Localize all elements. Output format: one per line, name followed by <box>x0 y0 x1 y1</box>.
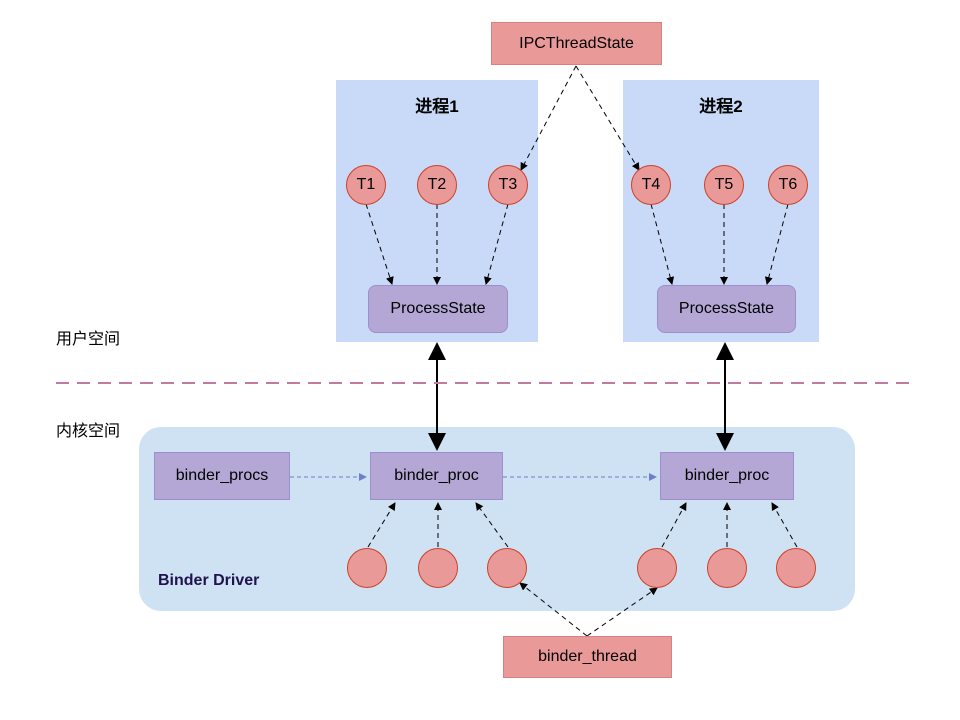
thread-t3: T3 <box>488 165 528 205</box>
binder-proc2-box: binder_proc <box>660 452 794 500</box>
binder-thread-circle-4 <box>637 548 677 588</box>
user-space-label: 用户空间 <box>56 331 121 348</box>
binder-thread-to-bt3-line <box>519 582 588 637</box>
process2-state-box: ProcessState <box>657 285 796 333</box>
kernel-space-label: 内核空间 <box>56 423 121 440</box>
binder-thread-circle-5 <box>707 548 747 588</box>
bt1-to-proc1-line <box>367 502 396 548</box>
process2-title: 进程2 <box>699 97 743 116</box>
thread-t1: T1 <box>346 165 386 205</box>
thread-t6: T6 <box>768 165 808 205</box>
process1-title: 进程1 <box>415 97 459 116</box>
binder-thread-circle-2 <box>418 548 458 588</box>
bt6-to-proc2-line <box>771 502 798 548</box>
ipc-to-t3-line <box>520 65 577 171</box>
binder-thread-circle-3 <box>487 548 527 588</box>
bt4-to-proc2-line <box>661 502 687 548</box>
t6-to-state2-line <box>764 203 789 285</box>
binder-driver-title: Binder Driver <box>158 572 260 589</box>
ipc-to-t4-line <box>575 65 640 171</box>
t3-to-state1-line <box>483 203 509 285</box>
binder-thread-to-bt4-line <box>586 587 658 637</box>
bt3-to-proc1-line <box>475 502 509 548</box>
binder-proc1-box: binder_proc <box>370 452 503 500</box>
t4-to-state2-line <box>650 203 675 285</box>
binder-thread-circle-6 <box>776 548 816 588</box>
binder-thread-circle-1 <box>347 548 387 588</box>
binder-procs-box: binder_procs <box>154 452 290 500</box>
t1-to-state1-line <box>365 203 394 285</box>
thread-t5: T5 <box>704 165 744 205</box>
binder-thread-box: binder_thread <box>503 636 672 678</box>
thread-t2: T2 <box>417 165 457 205</box>
ipc-thread-state-box: IPCThreadState <box>491 22 662 65</box>
thread-t4: T4 <box>631 165 671 205</box>
process1-state-box: ProcessState <box>368 285 508 333</box>
